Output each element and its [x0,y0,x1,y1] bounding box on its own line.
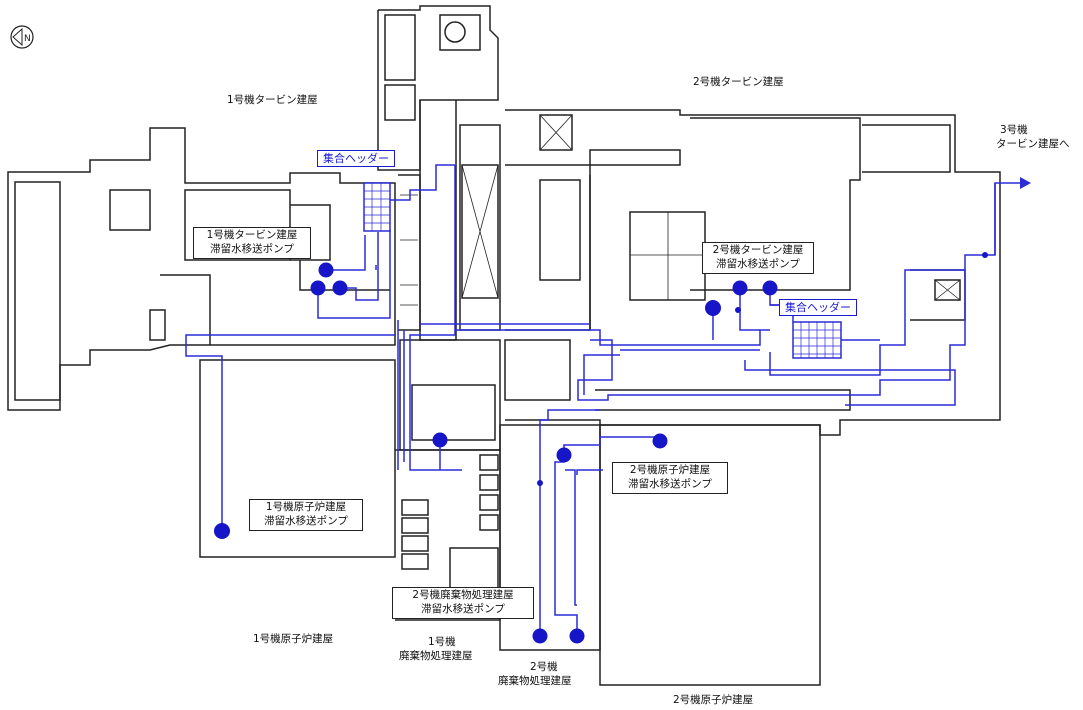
pump-box-u2-turbine: 2号機タービン建屋 滞留水移送ポンプ [702,242,814,274]
pump-box-u1-reactor-line1: 1号機原子炉建屋 [265,501,347,513]
pump-box-u1-turbine-line1: 1号機タービン建屋 [206,229,298,241]
pump-u2-reactor-1 [652,433,668,449]
transfer-pipes [185,164,1020,636]
pump-u2-turbine-3 [762,280,778,296]
pump-box-u2-waste-line1: 2号機廃棄物処理建屋 [412,589,514,601]
pump-u2-turbine-1 [705,300,721,316]
pump-u2-turbine-2 [732,280,748,296]
pump-u2-waste-2 [569,628,585,644]
building-walls [7,5,1001,686]
header-tank-right [792,321,842,359]
label-unit3-turbine-building-line2: タービン建屋へ [996,138,1070,150]
label-unit2-turbine-building: 2号機タービン建屋 [693,76,784,88]
pump-box-u2-reactor-line2: 滞留水移送ポンプ [628,478,712,490]
pump-box-u2-waste: 2号機廃棄物処理建屋 滞留水移送ポンプ [392,587,534,619]
pump-box-u2-reactor-line1: 2号機原子炉建屋 [629,464,711,476]
pump-box-u1-turbine: 1号機タービン建屋 滞留水移送ポンプ [193,227,311,259]
pump-box-u2-waste-line2: 滞留水移送ポンプ [421,603,505,615]
header-label-right: 集合ヘッダー [779,299,857,316]
label-unit1-turbine-building: 1号機タービン建屋 [227,94,318,106]
label-unit3-turbine-building-line1: 3号機 [1000,124,1028,136]
pump-u1-turbine-3 [332,280,348,296]
header-tank-left [363,182,391,232]
arrow-to-unit3-icon [1020,177,1031,189]
pump-box-u1-turbine-line2: 滞留水移送ポンプ [210,243,294,255]
pump-u2-waste-1 [532,628,548,644]
pumps [214,252,988,644]
pump-u1-reactor [214,523,230,539]
pump-box-u1-reactor-line2: 滞留水移送ポンプ [264,515,348,527]
pump-u1-waste [432,432,448,448]
north-compass-icon: N [10,25,34,49]
label-unit1-waste-building-line1: 1号機 [428,636,456,648]
label-unit2-reactor-building: 2号機原子炉建屋 [673,694,754,706]
label-unit1-waste-building-line2: 廃棄物処理建屋 [399,650,473,662]
pump-u2-reactor-2 [556,447,572,463]
pump-u1-turbine-2 [310,280,326,296]
pump-box-u2-reactor: 2号機原子炉建屋 滞留水移送ポンプ [612,462,728,494]
pump-box-u1-reactor: 1号機原子炉建屋 滞留水移送ポンプ [249,499,363,531]
compass-letter: N [24,34,31,44]
header-label-left: 集合ヘッダー [317,150,395,167]
pump-box-u2-turbine-line1: 2号機タービン建屋 [712,244,804,256]
label-unit2-waste-building-line1: 2号機 [530,661,558,673]
label-unit1-reactor-building: 1号機原子炉建屋 [253,633,334,645]
label-unit2-waste-building-line2: 廃棄物処理建屋 [498,675,572,687]
pump-u1-turbine-1 [318,262,334,278]
pump-box-u2-turbine-line2: 滞留水移送ポンプ [716,258,800,270]
